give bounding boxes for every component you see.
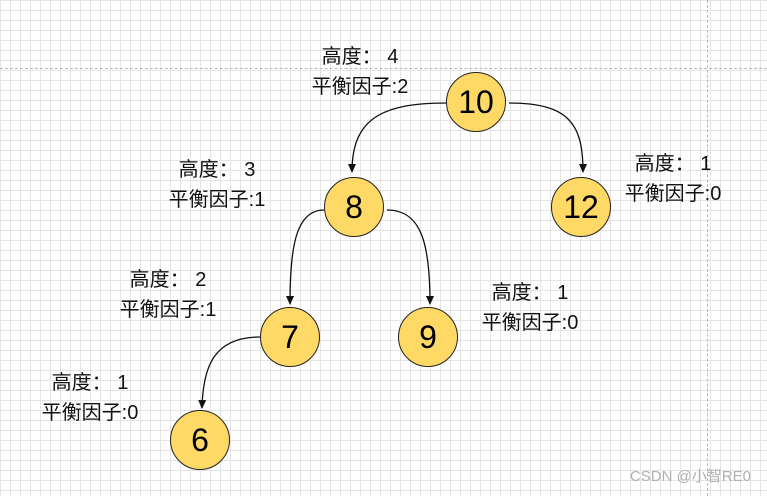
- node-9-info: 高度： 1 平衡因子:0: [482, 278, 579, 338]
- node-label: 12: [563, 189, 599, 225]
- node-7-info: 高度： 2 平衡因子:1: [120, 265, 217, 325]
- balance-factor-text: 平衡因子:0: [624, 183, 722, 205]
- edge-8-9: [386, 209, 434, 305]
- balance-factor-text: 平衡因子:1: [119, 299, 217, 321]
- tree-node-10[interactable]: 10: [446, 72, 506, 132]
- height-text: 高度： 1: [51, 372, 129, 394]
- height-text: 高度： 4: [321, 46, 399, 68]
- guide-line-horizontal: [0, 68, 767, 69]
- node-12-info: 高度： 1 平衡因子:0: [625, 149, 722, 209]
- node-label: 9: [419, 319, 437, 355]
- node-label: 8: [345, 189, 363, 225]
- balance-factor-text: 平衡因子:2: [311, 76, 409, 98]
- edge-10-8: [348, 102, 447, 173]
- guide-line-vertical: [707, 0, 708, 496]
- node-6-info: 高度： 1 平衡因子:0: [42, 368, 139, 428]
- edge-10-12: [508, 102, 587, 173]
- tree-node-12[interactable]: 12: [551, 177, 611, 237]
- node-label: 7: [281, 319, 299, 355]
- tree-node-7[interactable]: 7: [260, 307, 320, 367]
- node-label: 10: [458, 84, 494, 120]
- node-label: 6: [191, 422, 209, 458]
- tree-node-6[interactable]: 6: [170, 410, 230, 470]
- node-10-info: 高度： 4 平衡因子:2: [312, 42, 409, 102]
- height-text: 高度： 2: [129, 269, 207, 291]
- edge-7-6: [198, 336, 261, 409]
- balance-factor-text: 平衡因子:0: [41, 402, 139, 424]
- height-text: 高度： 3: [178, 159, 256, 181]
- node-8-info: 高度： 3 平衡因子:1: [169, 155, 266, 215]
- tree-node-8[interactable]: 8: [324, 177, 384, 237]
- height-text: 高度： 1: [491, 282, 569, 304]
- tree-node-9[interactable]: 9: [398, 307, 458, 367]
- watermark: CSDN @小智RE0: [629, 468, 751, 485]
- balance-factor-text: 平衡因子:1: [168, 189, 266, 211]
- edge-8-7: [286, 209, 325, 305]
- height-text: 高度： 1: [634, 153, 712, 175]
- balance-factor-text: 平衡因子:0: [481, 312, 579, 334]
